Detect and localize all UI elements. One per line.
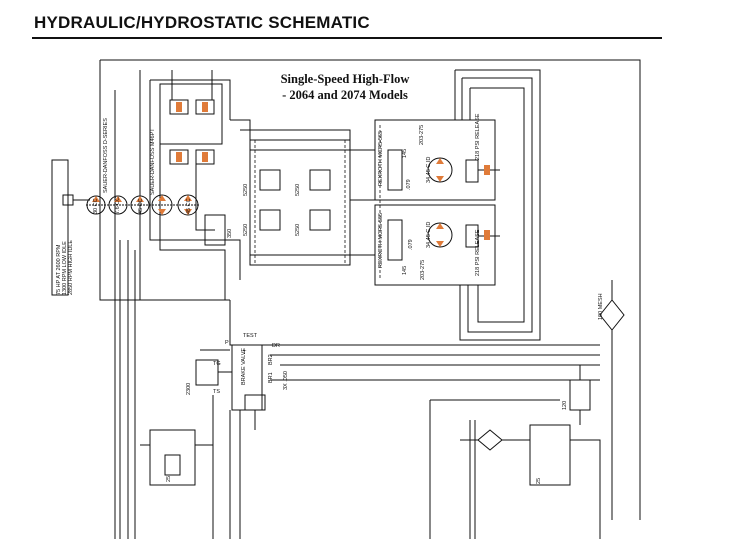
subtitle-line1: Single-Speed High-Flow (280, 72, 410, 86)
engine-box (51, 159, 69, 296)
lower-disp-label: 34.45 C.ID (426, 221, 432, 248)
motor-valve-block (249, 139, 351, 266)
lower-203-label: 203-275 (420, 259, 426, 280)
upper-203-label: 203-275 (419, 124, 425, 145)
top-trunk-line (100, 59, 641, 520)
check-valve-120 (569, 379, 591, 411)
right-filter-box (529, 424, 571, 486)
lower-079-label: .079 (408, 239, 414, 250)
lower-motor-box (374, 204, 496, 286)
mesh-label: 100 MESH (598, 293, 604, 320)
dr-label: DR (272, 343, 280, 349)
pump-1-label: 30 CC (93, 198, 99, 214)
subtitle-line2: - 2064 and 2074 Models (282, 88, 408, 102)
s250-b: 5250 (295, 183, 301, 196)
relief-350-label: 350 (227, 228, 233, 238)
lower-psi-label: 218 PSI RELEASE (475, 229, 481, 276)
pump-2-label: 7.6 CC (115, 196, 121, 214)
pump-4-label: 45 CC (186, 198, 192, 214)
lower-rexroth-label: REXROTH MCR5-565 (378, 212, 384, 268)
sauer-d-label: SAUER-DANFOSS D-SERIES (103, 118, 109, 193)
lower-145-label: 145 (402, 265, 408, 275)
title-rule (32, 37, 662, 39)
valve-test-label: TEST (243, 333, 258, 339)
upper-145-label: 145 (402, 148, 408, 158)
page-title: HYDRAULIC/HYDROSTATIC SCHEMATIC (34, 13, 370, 32)
left-25-label: 25 (166, 475, 172, 482)
pump-control-stack (159, 83, 223, 145)
right-25-label: 25 (536, 477, 542, 484)
left-filter-box (149, 429, 196, 486)
brake-valve-box (231, 344, 263, 411)
loop-outer (455, 69, 541, 341)
main-supply-line (229, 300, 600, 346)
valve-t-label: T (243, 350, 247, 356)
outer-return-line (99, 60, 230, 301)
inline-filter (477, 429, 503, 451)
sauer-m-label: SAUER-DANFOSS M46PT (150, 128, 156, 195)
brake-valve-label: BRAKE VALVE (241, 347, 247, 385)
upper-disp-label: 34.45 C.ID (426, 156, 432, 183)
s250-c: 5250 (243, 223, 249, 236)
br1-label: BR1 (268, 372, 274, 383)
valve-p-label: P (225, 340, 229, 346)
s250-a: 5250 (243, 183, 249, 196)
valve-ts-label: TS (213, 389, 221, 395)
br2-label: BR2 (268, 354, 274, 365)
orifice-label: 3X .050 (283, 371, 289, 390)
s250-d: 5250 (295, 223, 301, 236)
relief-2300-label: 2300 (186, 382, 192, 395)
engine-label-3: 2850 RPM HIGH IDLE (68, 239, 74, 295)
upper-rexroth-label: REXROTH MCR5-565 (378, 130, 384, 186)
check-120-label: 120 (562, 400, 568, 410)
upper-psi-label: 218 PSI RELEASE (475, 113, 481, 160)
relief-350 (204, 214, 226, 246)
valve-tg-label: TG (213, 361, 221, 367)
upper-079-label: .079 (406, 179, 412, 190)
upper-motor-box (374, 119, 496, 201)
pump-3-label: 45 CC (138, 198, 144, 214)
pump-pilot-line (150, 79, 231, 120)
